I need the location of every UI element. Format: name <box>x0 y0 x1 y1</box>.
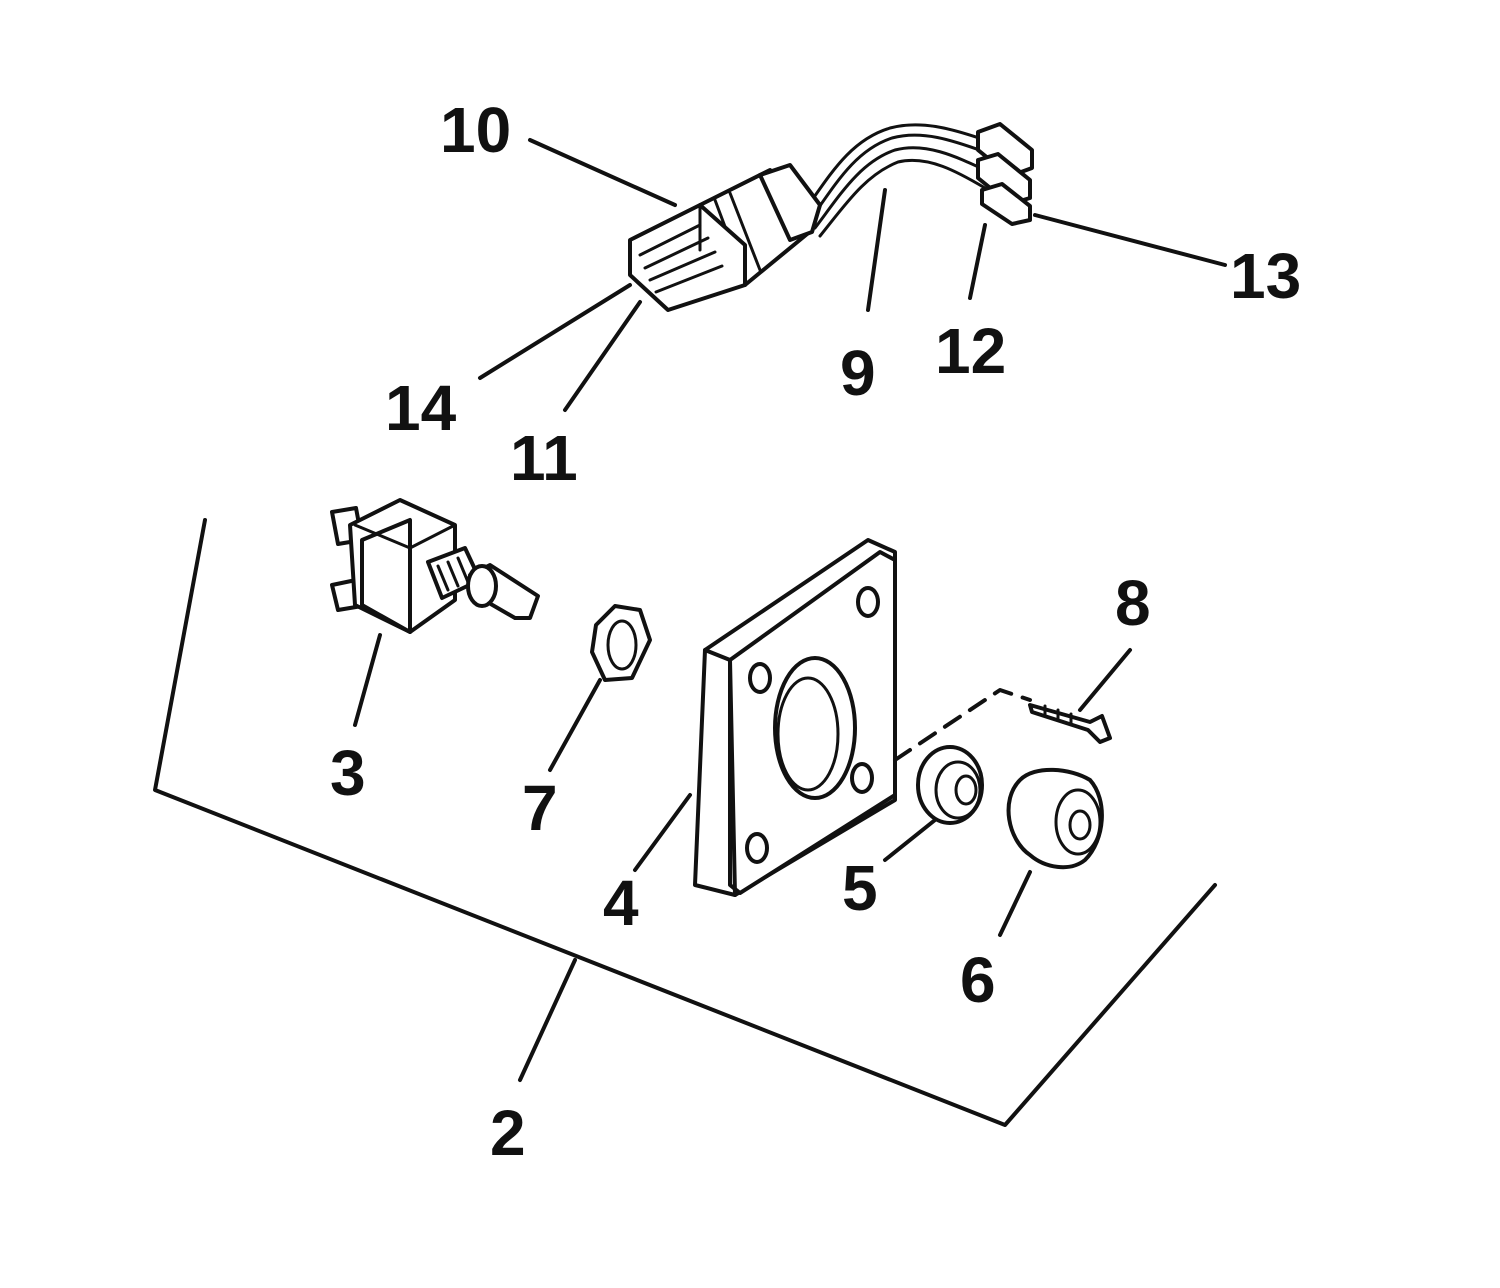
callout-6: 6 <box>960 944 996 1016</box>
callout-3: 3 <box>330 737 366 809</box>
leader-lines <box>353 138 1227 1082</box>
mounting-plate <box>693 538 897 897</box>
callout-9: 9 <box>840 337 876 409</box>
callout-5: 5 <box>842 852 878 924</box>
hex-nut <box>590 604 652 682</box>
callout-8: 8 <box>1115 567 1151 639</box>
toggle-switch <box>330 498 540 634</box>
switch-boot <box>1006 767 1104 870</box>
callout-7: 7 <box>522 772 558 844</box>
callout-11: 11 <box>510 422 578 494</box>
callout-13: 13 <box>1230 240 1301 312</box>
panel-outline <box>153 518 1217 1127</box>
wood-screw <box>893 688 1112 762</box>
panel-nut <box>916 745 984 825</box>
callout-12: 12 <box>935 315 1006 387</box>
callout-2: 2 <box>490 1097 526 1169</box>
callout-10: 10 <box>440 94 511 166</box>
callout-14: 14 <box>385 372 457 444</box>
callout-4: 4 <box>603 867 639 939</box>
callouts: 10 13 12 9 14 11 8 3 7 5 4 6 2 <box>330 94 1301 1169</box>
wiring-harness <box>628 122 1034 312</box>
